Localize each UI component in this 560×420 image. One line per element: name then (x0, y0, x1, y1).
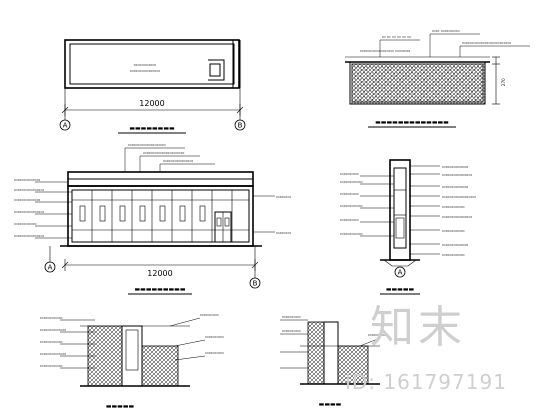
svg-text:A: A (398, 269, 403, 277)
svg-text:▭▭▭▭▭: ▭▭▭▭▭ (282, 314, 301, 319)
svg-text:▭▭▭▭▭▭▭▭: ▭▭▭▭▭▭▭▭ (14, 187, 44, 192)
svg-text:▭▭▭▭▭▭: ▭▭▭▭▭▭ (14, 221, 37, 226)
elevation-width-dimension: 12000 (147, 269, 172, 278)
svg-text:▭▭▭▭▭: ▭▭▭▭▭ (282, 328, 301, 333)
svg-text:▭▭▭▭▭: ▭▭▭▭▭ (200, 312, 219, 317)
svg-text:▭▭▭▭▭▭: ▭▭▭▭▭▭ (442, 252, 465, 257)
svg-text:▭▭▭▭▭▭: ▭▭▭▭▭▭ (340, 203, 363, 208)
svg-text:▬▬▬▬▬: ▬▬▬▬▬ (106, 403, 135, 410)
svg-text:▭▭▭▭▭▭▭▭: ▭▭▭▭▭▭▭▭ (14, 233, 44, 238)
svg-text:▭▭▭▭▭▭▭▭▭ ▭▭▭▭: ▭▭▭▭▭▭▭▭▭ ▭▭▭▭ (360, 48, 411, 53)
plan-axis-right: B (234, 88, 246, 131)
svg-text:▭▭▭▭▭▭▭▭▭▭▭: ▭▭▭▭▭▭▭▭▭▭▭ (143, 150, 185, 155)
svg-text:▭▭▭▭▭▭▭▭▭: ▭▭▭▭▭▭▭▭▭ (442, 194, 476, 199)
elevation-left-notes: ▭▭▭▭▭▭▭ ▭▭▭▭▭▭▭▭ ▭▭▭▭▭▭▭ ▭▭▭▭▭▭▭▭ ▭▭▭▭▭▭… (14, 177, 72, 239)
section-marker: A (394, 266, 406, 278)
watermark-id: ID: 161797191 (345, 370, 507, 394)
foundation-middle-notes: ▭▭▭▭▭ ▭▭▭▭▭ ▭▭▭▭▭ (280, 314, 387, 369)
elevation-panels (79, 205, 206, 222)
svg-text:▭▭▭▭▭▭▭: ▭▭▭▭▭▭▭ (442, 164, 469, 169)
svg-text:▭▭▭▭▭▭: ▭▭▭▭▭▭ (442, 228, 465, 233)
svg-text:▭▭▭▭▭▭▭▭: ▭▭▭▭▭▭▭▭ (442, 172, 472, 177)
svg-text:▬▬▬▬▬▬▬▬▬: ▬▬▬▬▬▬▬▬▬ (134, 286, 185, 293)
elevation-top-notes: ▭▭▭▭▭▭▭▭▭▭ ▭▭▭▭▭▭▭▭▭▭▭ ▭▭▭▭▭▭▭▭ (124, 142, 215, 172)
elevation-axis-left: A (44, 246, 56, 273)
svg-text:▭▭▭▭▭: ▭▭▭▭▭ (205, 350, 224, 355)
plan-width-dimension: 12000 (139, 99, 164, 108)
svg-text:▭▭▭▭▭▭▭▭: ▭▭▭▭▭▭▭▭ (14, 209, 44, 214)
svg-text:▭▭▭▭▭: ▭▭▭▭▭ (368, 332, 387, 337)
watermark-brand: 知末 (370, 302, 466, 353)
svg-text:▭▭▭▭▭▭: ▭▭▭▭▭▭ (134, 62, 157, 67)
foundation-detail-left: ▭▭▭▭▭▭ ▭▭▭▭▭▭▭ ▭▭▭▭▭▭ ▭▭▭▭▭▭▭ ▭▭▭▭▭▭ ▭▭▭… (40, 312, 224, 410)
detail-height-a: 270 (501, 78, 506, 86)
svg-text:▭▭▭▭▭▭: ▭▭▭▭▭▭ (442, 204, 465, 209)
svg-text:▬▬▬▬▬▬▬▬: ▬▬▬▬▬▬▬▬ (129, 125, 175, 132)
side-section: ▭▭▭▭▭ ▭▭▭▭▭▭ ▭▭▭▭▭ ▭▭▭▭▭▭ ▭▭▭▭▭ ▭▭▭▭▭▭ ▭… (340, 159, 476, 295)
svg-text:▭▭▭▭▭▭▭▭▭▭▭▭▭: ▭▭▭▭▭▭▭▭▭▭▭▭▭ (462, 40, 511, 45)
svg-text:▬▬▬▬▬: ▬▬▬▬▬ (386, 286, 415, 293)
svg-text:▭▭▭▭: ▭▭▭▭ (276, 230, 291, 235)
svg-text:A: A (48, 264, 53, 272)
foundation-left-notes: ▭▭▭▭▭▭ ▭▭▭▭▭▭▭ ▭▭▭▭▭▭ ▭▭▭▭▭▭▭ ▭▭▭▭▭▭ ▭▭▭… (40, 312, 224, 369)
svg-text:▭▭▭▭▭: ▭▭▭▭▭ (340, 171, 359, 176)
svg-text:▭▭▭▭▭▭: ▭▭▭▭▭▭ (40, 315, 63, 320)
svg-text:▬▬▬▬▬▬▬▬▬▬▬▬▬: ▬▬▬▬▬▬▬▬▬▬▬▬▬ (375, 119, 449, 126)
svg-text:▭▭▭▭▭▭▭: ▭▭▭▭▭▭▭ (40, 351, 67, 356)
svg-text:▭▭▭▭▭: ▭▭▭▭▭ (340, 191, 359, 196)
section-right-notes: ▭▭▭▭▭▭▭ ▭▭▭▭▭▭▭▭ ▭▭▭▭▭▭▭ ▭▭▭▭▭▭▭▭▭ ▭▭▭▭▭… (410, 164, 476, 257)
svg-text:▭▭▭▭▭▭: ▭▭▭▭▭▭ (40, 339, 63, 344)
svg-text:▭▭▭▭▭▭: ▭▭▭▭▭▭ (340, 179, 363, 184)
front-elevation: ▭▭▭▭▭▭▭ ▭▭▭▭▭▭▭▭ ▭▭▭▭▭▭▭ ▭▭▭▭▭▭▭▭ ▭▭▭▭▭▭… (14, 142, 291, 295)
svg-text:B: B (253, 280, 258, 288)
plan-axis-left: A (59, 88, 71, 131)
svg-text:A: A (63, 122, 68, 130)
svg-text:▭▭▭▭▭▭: ▭▭▭▭▭▭ (340, 231, 363, 236)
section-left-notes: ▭▭▭▭▭ ▭▭▭▭▭▭ ▭▭▭▭▭ ▭▭▭▭▭▭ ▭▭▭▭▭ ▭▭▭▭▭▭ (340, 171, 394, 237)
svg-text:▭▭▭▭: ▭▭▭▭ (276, 194, 291, 199)
svg-text:▭▭▭▭▭▭▭: ▭▭▭▭▭▭▭ (14, 197, 41, 202)
section-detail-top: ▭ ▭ ▭ ▭ ▭ ▭ ▭▭ ▭▭▭▭▭ ▭▭▭▭▭▭▭▭▭▭▭▭▭ ▭▭▭▭▭… (345, 28, 530, 128)
foundation-detail-middle: ▭▭▭▭▭ ▭▭▭▭▭ ▭▭▭▭▭ ▬▬▬▬ (280, 314, 387, 408)
svg-text:▭▭ ▭▭▭▭▭: ▭▭ ▭▭▭▭▭ (432, 28, 460, 33)
svg-text:▭▭▭▭▭▭▭▭: ▭▭▭▭▭▭▭▭ (130, 68, 160, 73)
svg-text:▭▭▭▭▭▭▭▭▭▭: ▭▭▭▭▭▭▭▭▭▭ (128, 142, 166, 147)
svg-text:▭▭▭▭▭▭: ▭▭▭▭▭▭ (40, 363, 63, 368)
svg-text:B: B (238, 122, 243, 130)
svg-text:▬▬▬▬: ▬▬▬▬ (319, 401, 342, 408)
svg-text:▭▭▭▭▭▭▭: ▭▭▭▭▭▭▭ (442, 242, 469, 247)
svg-text:▭▭▭▭▭▭▭▭: ▭▭▭▭▭▭▭▭ (163, 158, 193, 163)
elevation-right-notes: ▭▭▭▭ ▭▭▭▭ (253, 194, 291, 235)
svg-text:▭▭▭▭▭▭▭▭: ▭▭▭▭▭▭▭▭ (442, 214, 472, 219)
plan-view: ▭▭▭▭▭▭ ▭▭▭▭▭▭▭▭ 12000 A B ▬▬▬▬▬▬▬▬ (59, 39, 246, 134)
watermark: 知末 ID: 161797191 (345, 302, 507, 394)
svg-text:▭▭▭▭▭: ▭▭▭▭▭ (340, 217, 359, 222)
svg-text:▭▭▭▭▭▭▭: ▭▭▭▭▭▭▭ (14, 177, 41, 182)
svg-text:▭▭▭▭▭: ▭▭▭▭▭ (205, 334, 224, 339)
svg-text:▭ ▭ ▭ ▭ ▭ ▭: ▭ ▭ ▭ ▭ ▭ ▭ (382, 34, 411, 39)
svg-text:▭▭▭▭▭▭▭: ▭▭▭▭▭▭▭ (40, 327, 67, 332)
svg-text:▭▭▭▭▭▭▭: ▭▭▭▭▭▭▭ (442, 184, 469, 189)
elevation-mullions (91, 190, 233, 242)
elevation-axis-right: B (249, 246, 261, 289)
